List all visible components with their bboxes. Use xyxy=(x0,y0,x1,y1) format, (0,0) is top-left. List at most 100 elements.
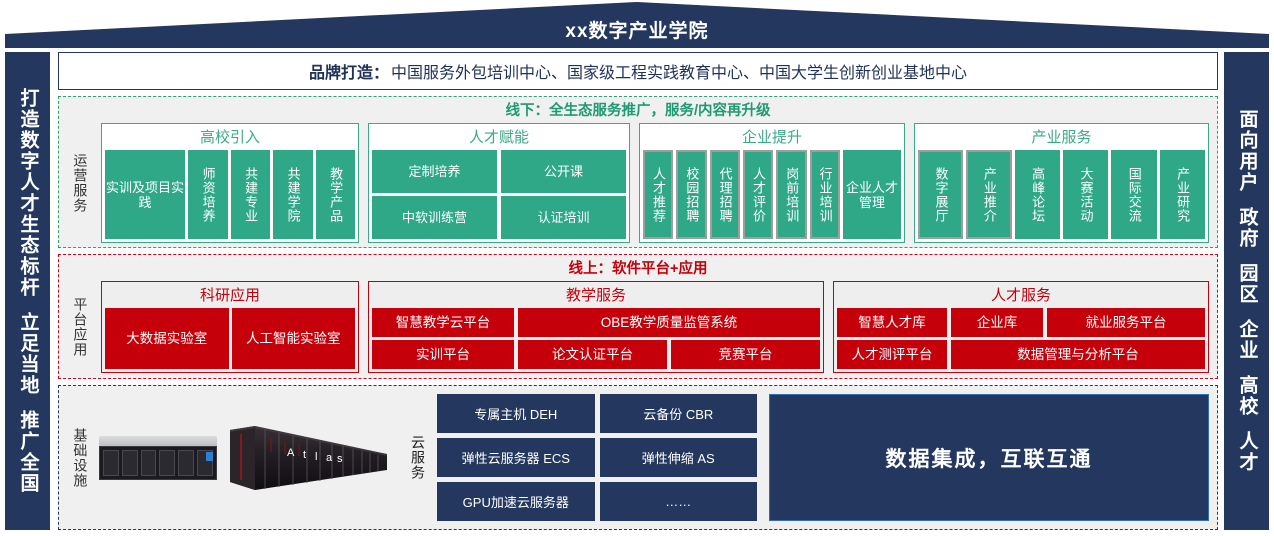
group-title: 高校引入 xyxy=(199,129,260,146)
right-rail-item-5: 人才 xyxy=(1236,431,1258,473)
right-rail-item-4: 高校 xyxy=(1236,375,1258,417)
tile-jiaoxue-chanpin[interactable]: 教学产品 xyxy=(315,150,355,239)
group-tiles: 实训及项目实践 师资培养 共建专业 共建学院 教学产品 xyxy=(105,150,355,239)
operation-band: 线下：全生态服务推广，服务/内容再升级 运营服务 高校引入 实训及项目实践 师资… xyxy=(58,96,1218,248)
brand-value: 中国服务外包培训中心、国家级工程实践教育中心、中国大学生创新创业基地中心 xyxy=(391,65,968,82)
operation-side-label-text: 运营服务 xyxy=(72,153,89,213)
group-title: 产业服务 xyxy=(1031,129,1092,146)
brand-label: 品牌打造： xyxy=(308,65,389,82)
right-rail-item-3: 企业 xyxy=(1236,319,1258,361)
platform-side-label-text: 平台应用 xyxy=(72,297,89,357)
svg-text:l: l xyxy=(315,451,317,463)
group-rencai-funeng[interactable]: 人才赋能 定制培养 公开课 中软训练营 认证培训 xyxy=(368,123,630,243)
group-rencai-fuwu[interactable]: 人才服务 智慧人才库 企业库 就业服务平台 人才测评平台 数据管理与分析平台 xyxy=(833,281,1209,373)
tile-zhihui-rencaiku[interactable]: 智慧人才库 xyxy=(837,308,947,337)
cloud-service-label: 云服务 xyxy=(405,394,431,521)
tile-dashuju-shiyanshi[interactable]: 大数据实验室 xyxy=(105,308,229,369)
tile-gaofeng-luntan[interactable]: 高峰论坛 xyxy=(1014,150,1060,239)
tile-gongjian-zhuanye[interactable]: 共建专业 xyxy=(230,150,270,239)
group-tiles: 智慧人才库 企业库 就业服务平台 人才测评平台 数据管理与分析平台 xyxy=(837,308,1205,369)
tile-qiyeku[interactable]: 企业库 xyxy=(951,308,1043,337)
platform-band: 线上：软件平台+应用 平台应用 科研应用 大数据实验室 人工智能实验室 xyxy=(58,254,1218,379)
tile-rencai-tuijian[interactable]: 人才推荐 xyxy=(643,150,674,239)
group-gaoxiao-yinru[interactable]: 高校引入 实训及项目实践 师资培养 共建专业 共建学院 xyxy=(101,123,359,243)
page-title: xx数字产业学院 xyxy=(565,21,709,42)
tile-xiaoyuan-zhaopin[interactable]: 校园招聘 xyxy=(676,150,707,239)
right-rail-item-0: 面向用户 xyxy=(1236,109,1258,193)
tile-daili-zhaopin[interactable]: 代理招聘 xyxy=(709,150,740,239)
group-qiye-tisheng[interactable]: 企业提升 人才推荐 校园招聘 代理招聘 xyxy=(639,123,905,243)
svg-text:a: a xyxy=(326,452,333,464)
cloud-button-as[interactable]: 弹性伸缩 AS xyxy=(599,438,757,477)
cloud-button-more[interactable]: …… xyxy=(599,482,757,521)
group-tiles: 人才推荐 校园招聘 代理招聘 人才评价 xyxy=(643,150,901,239)
operation-groups: 高校引入 实训及项目实践 师资培养 共建专业 共建学院 xyxy=(101,123,1209,243)
group-title: 企业提升 xyxy=(741,129,802,146)
platform-side-label: 平台应用 xyxy=(67,281,93,373)
left-rail-item-0: 打造数字人才生态标杆 xyxy=(17,88,39,298)
tile-dasai-huodong[interactable]: 大赛活动 xyxy=(1062,150,1109,239)
left-rail-item-1: 立足当地 xyxy=(17,312,39,396)
tile-shixun-pingtai[interactable]: 实训平台 xyxy=(372,340,514,369)
tile-zhongruan-xunlianying[interactable]: 中软训练营 xyxy=(372,196,497,239)
tile-gangqian-peixun[interactable]: 岗前培训 xyxy=(776,150,807,239)
svg-text:s: s xyxy=(337,453,343,465)
svg-text:t: t xyxy=(303,449,306,461)
data-integration-box: 数据集成，互联互通 xyxy=(769,394,1209,521)
left-rail: 打造数字人才生态标杆 立足当地 推广全国 xyxy=(5,52,50,530)
tile-renzheng-peixun[interactable]: 认证培训 xyxy=(501,196,626,239)
group-chanye-fuwu[interactable]: 产业服务 数字展厅 产业推介 高峰论坛 xyxy=(914,123,1209,243)
right-rail: 面向用户 政府 园区 企业 高校 人才 xyxy=(1224,52,1269,530)
tile-rencai-pingjia[interactable]: 人才评价 xyxy=(742,150,774,239)
right-rail-item-2: 园区 xyxy=(1236,263,1258,305)
tile-shizi-peiyang[interactable]: 师资培养 xyxy=(188,150,228,239)
tile-shixun-xiangmu[interactable]: 实训及项目实践 xyxy=(105,150,185,239)
tile-shuju-guanli-fenxi[interactable]: 数据管理与分析平台 xyxy=(951,340,1205,369)
cloud-button-ecs[interactable]: 弹性云服务器 ECS xyxy=(437,438,595,477)
group-tiles: 定制培养 公开课 中软训练营 认证培训 xyxy=(372,150,626,239)
tile-jingsai-pingtai[interactable]: 竞赛平台 xyxy=(671,340,820,369)
tile-qiye-rencai-guanli[interactable]: 企业人才管理 xyxy=(842,150,901,239)
cloud-button-gpu[interactable]: GPU加速云服务器 xyxy=(437,482,595,521)
operation-side-label: 运营服务 xyxy=(67,123,93,243)
group-title: 教学服务 xyxy=(565,287,626,304)
tile-zhihui-jiaoxue-yun[interactable]: 智慧教学云平台 xyxy=(372,308,514,337)
cloud-button-deh[interactable]: 专属主机 DEH xyxy=(437,394,595,433)
infrastructure-side-label: 基础设施 xyxy=(67,394,93,521)
infrastructure-band: 基础设施 xyxy=(58,385,1218,530)
tile-lunwen-renzheng[interactable]: 论文认证平台 xyxy=(518,340,667,369)
tile-hangye-peixun[interactable]: 行业培训 xyxy=(809,150,840,239)
cloud-service-label-text: 云服务 xyxy=(410,435,426,480)
infrastructure-body: 基础设施 xyxy=(67,394,1209,521)
group-jiaoxue-fuwu[interactable]: 教学服务 智慧教学云平台 OBE教学质量监管系统 实训平台 论文认证平台 竞赛平… xyxy=(368,281,824,373)
tile-chanye-yanjiu[interactable]: 产业研究 xyxy=(1159,150,1205,239)
tile-chanye-tuijie[interactable]: 产业推介 xyxy=(966,150,1012,239)
cloud-button-cbr[interactable]: 云备份 CBR xyxy=(599,394,757,433)
right-rail-item-1: 政府 xyxy=(1236,207,1258,249)
brand-banner: 品牌打造： 中国服务外包培训中心、国家级工程实践教育中心、中国大学生创新创业基地… xyxy=(58,52,1218,90)
group-keyan-yingyong[interactable]: 科研应用 大数据实验室 人工智能实验室 xyxy=(101,281,359,373)
tile-shuzi-zhanting[interactable]: 数字展厅 xyxy=(918,150,964,239)
tile-guoji-jiaoliu[interactable]: 国际交流 xyxy=(1111,150,1157,239)
group-tiles: 智慧教学云平台 OBE教学质量监管系统 实训平台 论文认证平台 竞赛平台 xyxy=(372,308,820,369)
left-rail-item-2: 推广全国 xyxy=(17,410,39,494)
tile-gongjian-xueyuan[interactable]: 共建学院 xyxy=(273,150,313,239)
tile-obe-jianguan[interactable]: OBE教学质量监管系统 xyxy=(518,308,820,337)
tile-rencai-ceping-pingtai[interactable]: 人才测评平台 xyxy=(837,340,947,369)
tile-gongkaike[interactable]: 公开课 xyxy=(501,150,626,193)
main-column: 品牌打造： 中国服务外包培训中心、国家级工程实践教育中心、中国大学生创新创业基地… xyxy=(58,52,1218,530)
group-title: 人才服务 xyxy=(990,287,1051,304)
tile-rengong-zhineng-shiyanshi[interactable]: 人工智能实验室 xyxy=(231,308,355,369)
infrastructure-side-label-text: 基础设施 xyxy=(72,427,89,488)
platform-title: 线上：软件平台+应用 xyxy=(568,261,708,277)
svg-text:A: A xyxy=(287,447,295,459)
tile-jiuye-fuwu-pingtai[interactable]: 就业服务平台 xyxy=(1047,308,1205,337)
group-title: 人才赋能 xyxy=(468,129,529,146)
group-title: 科研应用 xyxy=(199,287,260,304)
group-tiles: 数字展厅 产业推介 高峰论坛 大赛活动 xyxy=(918,150,1205,239)
tile-dingzhi-peiyang[interactable]: 定制培养 xyxy=(372,150,497,193)
operation-title: 线下：全生态服务推广，服务/内容再升级 xyxy=(505,103,771,119)
